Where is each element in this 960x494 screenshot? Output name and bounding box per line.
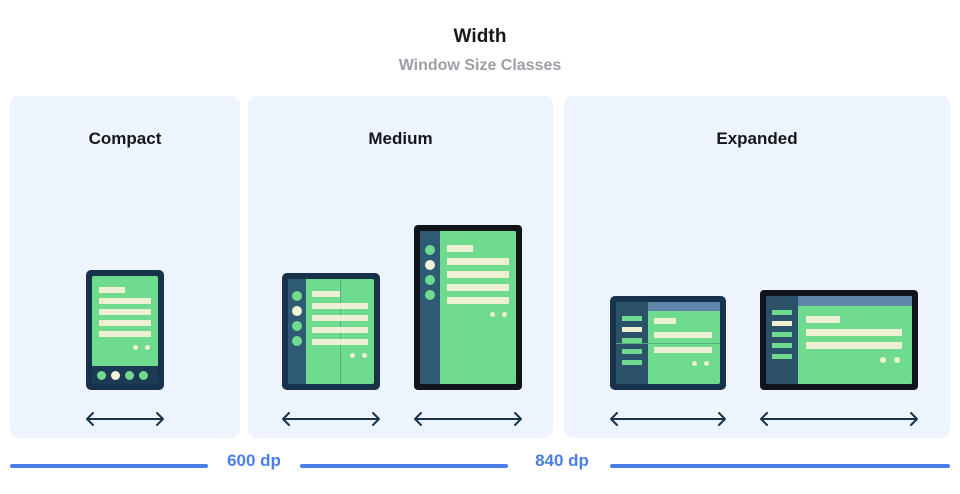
device-phone-portrait	[86, 270, 164, 390]
width-arrow-phone	[82, 410, 168, 428]
device-group-tablet-landscape	[754, 166, 924, 438]
sidebar-bar	[772, 310, 792, 315]
sidebar-dot-active	[292, 306, 302, 316]
content-line	[312, 339, 368, 345]
sidebar-bar-active	[622, 327, 642, 332]
foldable-screen	[288, 279, 374, 384]
sidebar-bar	[622, 349, 642, 354]
width-arrow-foldable-landscape	[606, 410, 730, 428]
width-arrow-tablet-portrait	[410, 410, 526, 428]
content-line	[447, 284, 509, 291]
page-indicator-dot	[350, 353, 355, 358]
width-arrow-foldable-portrait	[278, 410, 384, 428]
page-indicator-dot	[704, 361, 709, 366]
breakpoint-scale: 600 dp 840 dp	[0, 446, 960, 494]
nav-dot	[97, 371, 106, 380]
scale-line-segment	[610, 464, 950, 468]
content-line	[806, 342, 902, 349]
phone-bottom-nav	[92, 366, 158, 384]
content-line	[654, 347, 712, 353]
app-bar-strip	[798, 296, 912, 306]
page-indicator-dot	[692, 361, 697, 366]
sidebar-dot-active	[425, 260, 435, 270]
content-line	[806, 316, 840, 323]
panel-title-medium: Medium	[368, 129, 433, 148]
content-line	[654, 332, 712, 338]
sidebar-dot	[425, 245, 435, 255]
sidebar-dot	[425, 290, 435, 300]
size-class-panels: Compact	[10, 96, 950, 438]
page-indicator-dot	[145, 345, 150, 350]
width-arrow-tablet-landscape	[756, 410, 922, 428]
nav-dot-active	[111, 371, 120, 380]
sidebar-bar	[772, 343, 792, 348]
content-line	[312, 315, 368, 321]
content-line	[99, 309, 151, 315]
page-indicator-dot	[362, 353, 367, 358]
device-stage-medium	[248, 166, 553, 438]
content-line	[654, 318, 676, 324]
content-line	[312, 327, 368, 333]
content-line	[447, 271, 509, 278]
sidebar-dot	[292, 291, 302, 301]
panel-expanded: Expanded	[564, 96, 950, 438]
sidebar-bar	[622, 338, 642, 343]
page-indicator-dot	[502, 312, 507, 317]
sidebar-dot	[292, 321, 302, 331]
content-line	[312, 291, 340, 297]
panel-compact: Compact	[10, 96, 240, 438]
breakpoint-label-840: 840 dp	[535, 451, 589, 470]
tablet-landscape-screen	[766, 296, 912, 384]
sidebar-bar	[772, 332, 792, 337]
content-line	[806, 329, 902, 336]
page-indicator-dot	[490, 312, 495, 317]
foldable-sidebar	[288, 279, 306, 384]
tablet-landscape-sidebar	[766, 296, 798, 384]
device-foldable-portrait	[282, 273, 380, 390]
device-stage-expanded	[564, 166, 950, 438]
tablet-sidebar	[420, 231, 440, 384]
sidebar-bar	[622, 316, 642, 321]
device-tablet-landscape	[760, 290, 918, 390]
content-line	[447, 297, 509, 304]
device-tablet-portrait	[414, 225, 522, 390]
sidebar-bar-active	[772, 321, 792, 326]
app-bar-strip	[648, 302, 720, 311]
content-line	[312, 303, 368, 309]
phone-screen	[92, 276, 158, 384]
page-subtitle: Window Size Classes	[398, 57, 562, 74]
content-line	[99, 331, 151, 337]
device-group-tablet-portrait	[408, 166, 528, 438]
content-line	[447, 258, 509, 265]
sidebar-bar	[622, 360, 642, 365]
panel-medium: Medium	[248, 96, 553, 438]
panel-title-compact: Compact	[88, 129, 162, 148]
device-foldable-landscape	[610, 296, 726, 390]
scale-line-segment	[300, 464, 508, 468]
tablet-screen	[420, 231, 516, 384]
content-line	[99, 298, 151, 304]
page-indicator-dot	[880, 357, 886, 363]
nav-dot	[139, 371, 148, 380]
sidebar-dot	[425, 275, 435, 285]
nav-dot	[125, 371, 134, 380]
page-indicator-dot	[894, 357, 900, 363]
fold-crease	[616, 343, 720, 344]
page-title: Width	[453, 26, 507, 47]
scale-line-segment	[10, 464, 208, 468]
device-stage-compact	[10, 166, 240, 438]
panel-title-expanded: Expanded	[716, 129, 798, 148]
device-group-phone	[80, 166, 170, 438]
sidebar-dot	[292, 336, 302, 346]
sidebar-bar	[772, 354, 792, 359]
content-line	[99, 320, 151, 326]
foldable-landscape-screen	[616, 302, 720, 384]
device-group-foldable-landscape	[604, 166, 732, 438]
content-line	[99, 287, 125, 293]
header: Width Window Size Classes	[0, 0, 960, 75]
content-line	[447, 245, 473, 252]
page-indicator-dot	[133, 345, 138, 350]
device-group-foldable-portrait	[276, 166, 386, 438]
breakpoint-label-600: 600 dp	[227, 451, 281, 470]
